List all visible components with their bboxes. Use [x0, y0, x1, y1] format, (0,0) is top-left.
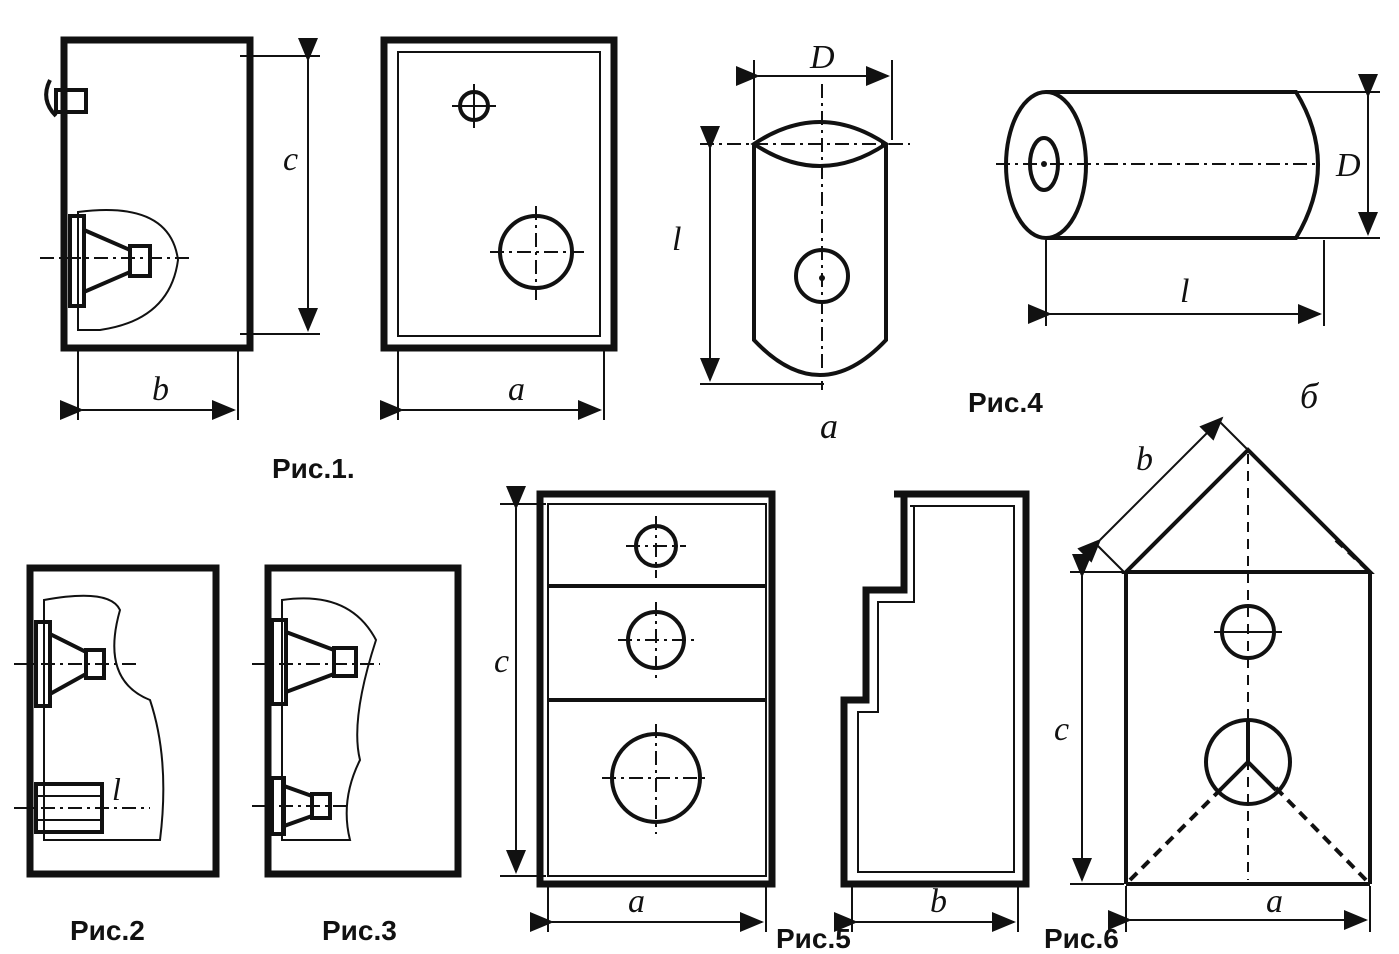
fig4b-cylinder: D l б	[996, 74, 1380, 416]
fig1-caption: Рис.1.	[272, 453, 355, 484]
fig4b-sub: б	[1300, 376, 1320, 416]
fig4a-cylinder: D l a	[672, 39, 910, 446]
fig3-side-view	[252, 564, 462, 878]
fig3-caption: Рис.3	[322, 915, 397, 946]
speaker-icon	[68, 214, 152, 308]
fig4b-dim-D: D	[1335, 147, 1361, 184]
fig5-dim-c: c	[494, 643, 509, 680]
fig6-front-view: b c a	[1054, 416, 1375, 932]
fig6-dim-c: c	[1054, 711, 1069, 748]
fig1-front-box	[380, 36, 618, 352]
fig1-dim-a: a	[508, 371, 525, 408]
fig6-caption: Рис.6	[1044, 923, 1119, 954]
fig1-side-box	[60, 36, 254, 352]
fig4a-top-ellipse	[750, 120, 890, 168]
fig4b-dim-l: l	[1180, 273, 1189, 310]
fig6-dim-b: b	[1136, 441, 1153, 478]
fig5-dim-a: a	[628, 883, 645, 920]
fig3-box	[264, 564, 462, 878]
fig4a-dim-l: l	[672, 221, 681, 258]
fig6-dim-a: a	[1266, 883, 1283, 920]
fig4a-dim-D: D	[809, 39, 835, 76]
fig5-dim-b: b	[930, 883, 947, 920]
fig5-front-view: c a	[494, 486, 776, 932]
fig5-caption: Рис.5	[776, 923, 851, 954]
fig2-caption: Рис.2	[70, 915, 145, 946]
fig5-box	[536, 490, 776, 888]
fig4a-sub: a	[820, 406, 838, 446]
speaker-icon	[270, 618, 358, 706]
small-speaker-icon	[44, 79, 88, 118]
fig2-side-view: l	[14, 564, 220, 878]
fig2-dim-l: l	[112, 771, 121, 807]
fig5-side-outline	[840, 490, 1030, 888]
fig5-side-view: b	[834, 490, 1030, 932]
fig1-front-view: a	[380, 36, 618, 420]
fig1-dim-b: b	[152, 371, 169, 408]
fig2-box	[26, 564, 220, 878]
fig4-caption: Рис.4	[968, 387, 1043, 418]
fig1-side-view: c b	[40, 36, 320, 420]
fig4b-body	[1046, 90, 1320, 240]
fig1-dim-c: c	[283, 141, 298, 178]
fig6-dim-b-line	[1077, 416, 1224, 563]
fig4a-body	[752, 144, 888, 377]
